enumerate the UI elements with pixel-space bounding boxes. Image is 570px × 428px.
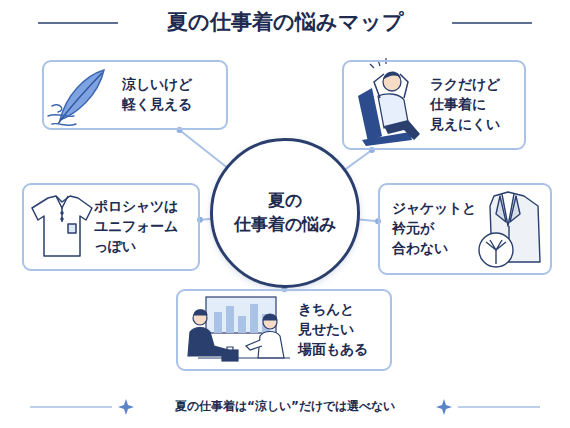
polo-shirt-icon [32, 196, 92, 256]
problem-text: ラクだけど 仕事着に 見えにくい [430, 75, 500, 135]
problem-text: ジャケットと 衿元が 合わない [392, 199, 476, 259]
problem-box: ジャケットと 衿元が 合わない [378, 183, 552, 275]
jacket-icon [479, 192, 540, 267]
caption-text: 夏の仕事着は“涼しい”だけでは選べない [0, 398, 570, 415]
problem-text: ポロシャツは ユニフォーム っぽい [94, 197, 178, 257]
relaxing-person-icon [358, 58, 420, 146]
map-title: 夏の仕事着の悩みマップ [0, 8, 570, 36]
problem-box: ポロシャツは ユニフォーム っぽい [22, 183, 200, 271]
problem-box: ラクだけど 仕事着に 見えにくい [342, 60, 526, 150]
meeting-illustration [188, 297, 290, 361]
center-label: 夏の 仕事着の悩み [234, 189, 336, 237]
feather-icon [48, 70, 104, 125]
problem-text: 涼しいけど 軽く見える [122, 75, 192, 115]
connector-line [176, 127, 226, 167]
connector-line [346, 147, 375, 169]
problem-text: きちんと 見せたい 場面もある [298, 300, 368, 360]
problem-box: きちんと 見せたい 場面もある [176, 289, 392, 371]
problem-box: 涼しいけど 軽く見える [42, 60, 228, 130]
center-circle: 夏の 仕事着の悩み [210, 138, 360, 288]
